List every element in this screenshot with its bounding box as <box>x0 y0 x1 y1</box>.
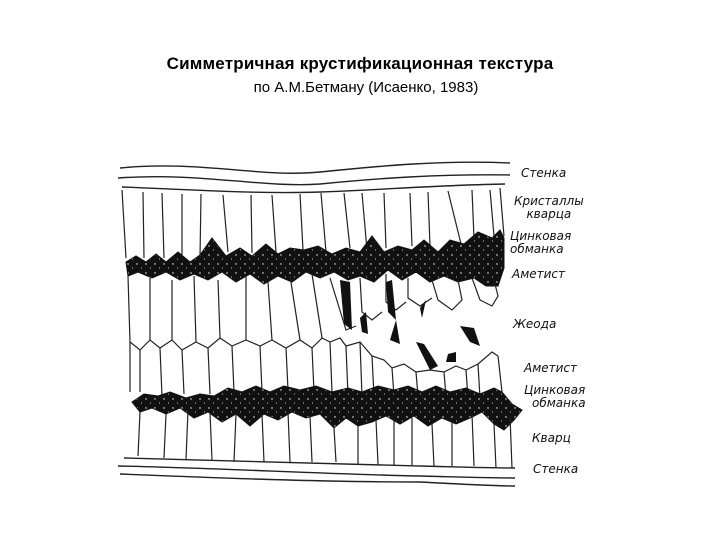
label-text: Аметист <box>512 267 566 281</box>
label-line: кварца <box>526 207 572 221</box>
label-wall-bottom: Стенка <box>533 463 578 476</box>
sphalerite-band-top <box>125 229 505 287</box>
label-line: обманка <box>510 242 564 256</box>
label-text: Аметист <box>524 361 578 375</box>
label-quartz-crystals: Кристаллы кварца <box>514 195 584 221</box>
label-text: Стенка <box>533 462 579 476</box>
label-sphalerite-bottom: Цинковая обманка <box>524 384 586 410</box>
label-amethyst-top: Аметист <box>512 268 565 281</box>
label-sphalerite-top: Цинковая обманка <box>510 230 571 256</box>
quartz-bottom <box>137 409 513 469</box>
geode-inclusions <box>340 280 480 370</box>
label-text: Жеода <box>513 317 557 331</box>
wall-top <box>117 161 511 194</box>
label-line: Цинковая <box>524 383 586 397</box>
amethyst-top <box>127 273 499 351</box>
label-text: Стенка <box>521 166 567 180</box>
label-geode: Жеода <box>513 318 556 331</box>
label-text: Кварц <box>532 431 571 445</box>
quartz-crystals-top <box>121 187 505 259</box>
wall-bottom <box>117 457 516 487</box>
label-wall-top: Стенка <box>521 167 566 180</box>
diagram-title: Симметричная крустификационная текстура <box>166 54 554 73</box>
diagram-subtitle: по А.М.Бетману (Исаенко, 1983) <box>253 79 479 96</box>
label-line: обманка <box>532 396 586 410</box>
label-line: Цинковая <box>510 229 572 243</box>
label-amethyst-bottom: Аметист <box>524 362 577 375</box>
sphalerite-band-bottom <box>131 385 523 431</box>
label-line: Кристаллы <box>514 194 584 208</box>
label-quartz: Кварц <box>532 432 571 445</box>
